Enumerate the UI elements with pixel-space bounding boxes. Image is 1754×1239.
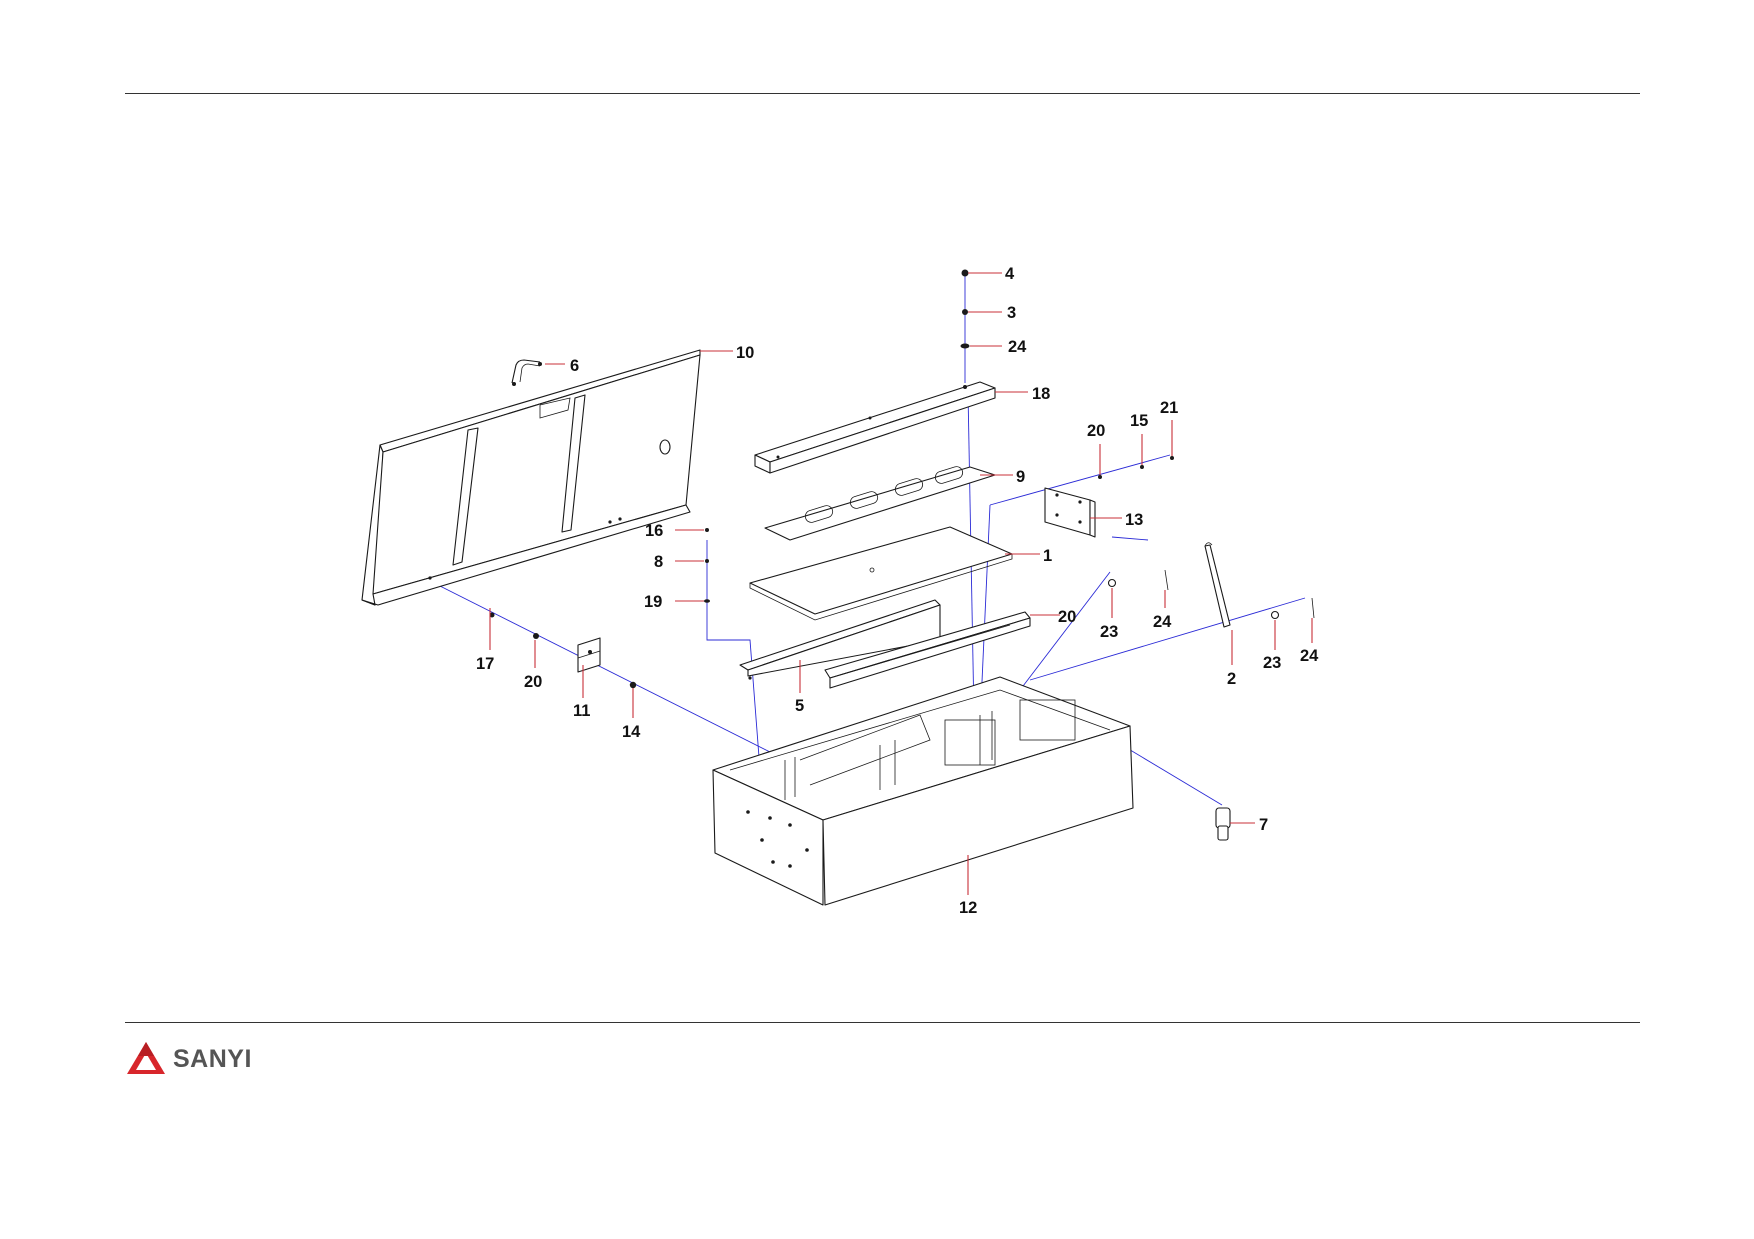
base-box	[712, 676, 1134, 906]
part-label-3: 3	[1007, 304, 1016, 322]
part-label-2: 2	[1227, 670, 1236, 688]
part-label-1: 1	[1043, 547, 1052, 565]
part-label-16: 16	[645, 522, 663, 540]
part-label-19: 19	[644, 593, 662, 611]
part-label-4: 4	[1005, 265, 1015, 283]
channel	[824, 611, 1031, 689]
part-label-24-right: 24	[1300, 647, 1319, 665]
part-label-12: 12	[959, 899, 977, 917]
part-label-20-right: 20	[1087, 422, 1105, 440]
hardware-fasteners	[489, 269, 1315, 689]
slotted-plate	[764, 466, 996, 541]
part-label-8: 8	[654, 553, 663, 571]
part-label-21: 20	[1058, 608, 1076, 626]
company-logo: SANYI	[125, 1040, 252, 1078]
header-rule	[125, 93, 1640, 94]
part-label-23-top: 24	[1008, 338, 1027, 356]
part-label-23-left: 23	[1100, 623, 1118, 641]
part-label-7: 7	[1259, 816, 1268, 834]
footer-rule	[125, 1022, 1640, 1023]
part-label-10: 10	[736, 344, 754, 362]
hinge	[577, 637, 601, 673]
part-label-15: 15	[1130, 412, 1148, 430]
part-label-24-left: 24	[1153, 613, 1172, 631]
part-label-5: 5	[795, 697, 804, 715]
part-label-11: 11	[573, 702, 590, 720]
rod	[1204, 542, 1231, 628]
company-logo-text: SANYI	[173, 1044, 252, 1073]
lid-handle	[511, 359, 542, 386]
part-label-6: 6	[570, 357, 579, 375]
top-rail	[754, 381, 996, 474]
mounting-bracket	[1044, 487, 1096, 538]
part-label-20-left: 20	[524, 673, 542, 691]
part-label-9: 9	[1016, 468, 1025, 486]
part-label-17: 17	[476, 655, 494, 673]
part-label-13: 13	[1125, 511, 1143, 529]
latch	[1215, 807, 1231, 841]
part-labels: 4 3 24 18 6 10 9 1 20 5 16 8 19 13 20 15…	[476, 265, 1319, 917]
flat-sheet	[749, 526, 1013, 621]
part-label-23-right: 23	[1263, 654, 1281, 672]
part-label-14: 14	[622, 723, 641, 741]
part-label-22: 21	[1160, 399, 1178, 417]
part-label-18: 18	[1032, 385, 1050, 403]
lid-panel	[361, 349, 701, 606]
leader-lines	[489, 272, 1313, 895]
sanyi-logo-icon	[127, 1042, 165, 1074]
